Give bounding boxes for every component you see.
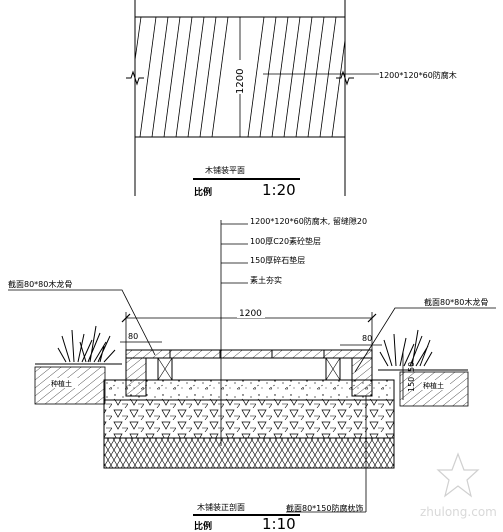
watermark-logo: zhulong.com [420, 452, 497, 519]
right-plant-group [379, 329, 433, 367]
width-dimension-text: 1200 [239, 309, 262, 319]
plan-dimension-text: 1200 [235, 69, 246, 94]
left-offset-text: 80 [128, 332, 138, 341]
gravel-layer [103, 399, 395, 439]
bottom-callout-text: 截面80*150防腐枕饰 [286, 503, 363, 513]
layer-label-1: 1200*120*60防腐木, 留缝隙20 [250, 216, 367, 226]
section-view: 1200*120*60防腐木, 留缝隙20 100厚C20素砼垫层 150厚碎石… [8, 216, 496, 532]
watermark-text: zhulong.com [420, 505, 497, 519]
left-plant-group [57, 325, 116, 363]
layer-label-2: 100厚C20素砼垫层 [250, 236, 321, 246]
section-title: 木铺装正剖面 [197, 502, 245, 512]
plan-left-break-mark [126, 70, 144, 86]
plan-scale-label: 比例 [194, 186, 212, 198]
layer-label-4: 素土夯实 [250, 275, 282, 285]
left-joist-leader [8, 289, 156, 356]
plan-title: 木铺装平面 [205, 165, 245, 175]
left-bed-label: 种植土 [51, 379, 72, 388]
right-offset-text: 80 [362, 334, 372, 343]
section-scale-label: 比例 [194, 520, 212, 532]
compacted-soil-layer [103, 437, 395, 469]
plank-hatch [134, 16, 346, 138]
deck-planks [125, 349, 373, 359]
plan-callout-text: 1200*120*60防腐木 [379, 70, 457, 80]
concrete-layer [103, 379, 395, 401]
joist-cross-marks [157, 357, 341, 381]
width-dim-ticks [121, 313, 377, 323]
right-joist-callout: 截面80*80木龙骨 [424, 297, 488, 307]
plan-view: 1200 1200*120*60防腐木 木铺装平面 比例 1:20 [126, 0, 457, 199]
plan-scale-value: 1:20 [262, 181, 296, 199]
plan-right-break-mark [336, 70, 354, 86]
right-bed-label: 种植土 [423, 381, 444, 390]
layer-label-3: 150厚碎石垫层 [250, 255, 305, 265]
section-scale-value: 1:10 [262, 515, 296, 532]
right-bed-label-mask [422, 380, 450, 390]
plan-dimension-mask [233, 60, 247, 94]
right-height-1-text: 50 [407, 362, 416, 372]
width-dim-mask [237, 308, 265, 318]
left-joist-callout: 截面80*80木龙骨 [8, 279, 72, 289]
left-bed-label-mask [50, 378, 78, 388]
